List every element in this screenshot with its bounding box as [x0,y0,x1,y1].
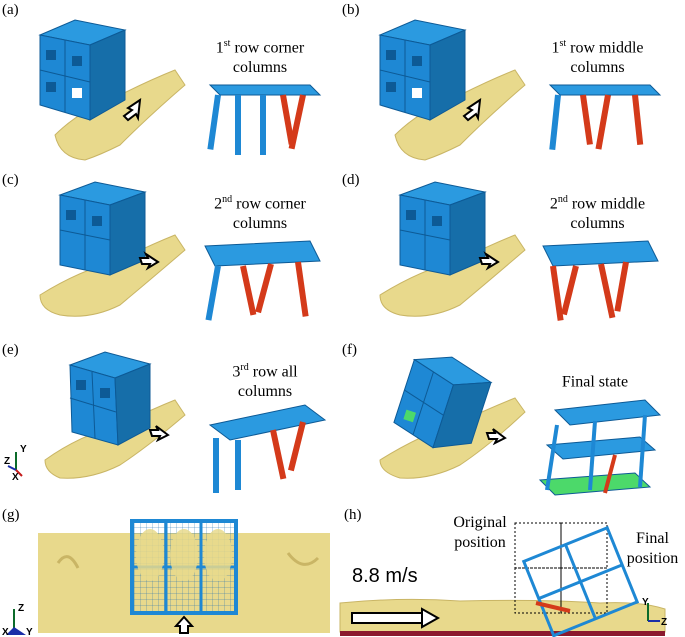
original-line1: Original [453,514,507,531]
panel-d: (d) 2nd row middle columns [340,170,685,340]
panel-f: (f) Final state [340,340,685,500]
panel-label: (a) [2,2,19,18]
panel-caption: 2nd row corner columns [195,190,325,234]
axis-label: Y [26,627,33,637]
axis-label: Z [18,603,24,614]
flow-arrow-icon [462,97,482,122]
flow-arrow-icon [351,607,441,629]
building-model [378,19,467,121]
caption-ordinal: 2 [549,195,558,213]
axis-label: Z [4,456,10,467]
caption-text: row corner [232,195,306,213]
axis-label: X [12,472,19,483]
final-position-frame [521,525,640,637]
panel-g: (g) Z X Y [0,505,340,637]
panel-label: (c) [2,172,19,188]
axis-triad-h: Y Z [642,597,667,628]
soil-slope-illustration [379,181,526,317]
caption-text: row middle [567,195,646,213]
caption-ordinal: 1 [551,39,560,57]
caption-sup: nd [222,194,233,205]
axis-label: Z [661,617,667,628]
flow-arrow-icon [478,251,500,271]
axis-triad-g: Z X Y [2,603,33,637]
top-view-illustration [38,519,330,634]
flow-arrow-icon [485,428,507,446]
column-damage-illustration [208,404,327,493]
original-position-outline [514,522,608,614]
panel-label: (f) [342,342,357,358]
flow-arrow-icon [173,615,195,634]
panel-label: (d) [342,172,360,188]
flow-speed-label: 8.8 m/s [352,565,418,587]
axis-triad-e: Y Z X [4,444,27,483]
column-damage-illustration [204,240,321,321]
axis-label: Y [20,444,27,455]
final-position-label: Final position [620,529,685,569]
building-model [393,356,493,449]
collapsed-frame-illustration [538,399,662,496]
flow-arrow-icon [148,425,170,443]
panel-caption: 2nd row middle columns [525,190,670,234]
panel-label: (e) [2,342,19,358]
caption-ordinal: 1 [215,39,224,57]
panel-caption: 1st row middle columns [525,34,670,78]
caption-line2: columns [232,215,288,233]
caption-text: row middle [566,39,644,57]
building-model [38,19,127,121]
caption-ordinal: 2 [214,195,223,213]
caption-sup: st [223,38,231,49]
column-damage-illustration [542,240,659,321]
original-line2: position [454,534,506,551]
side-view-illustration [339,522,666,637]
final-line2: position [626,550,679,567]
panel-label: (h) [344,507,362,523]
flow-arrow-icon [122,97,142,122]
caption-line2: columns [237,383,293,401]
panel-c: (c) 2nd row corner columns [0,170,340,340]
axis-label: Y [642,597,649,608]
soil-slope-illustration [38,19,186,161]
caption-line2: columns [232,59,288,77]
column-damage-illustration [207,84,322,155]
soil-slope-illustration [44,351,186,479]
panel-label: (g) [2,507,20,523]
building-model [398,181,487,276]
caption-text: row corner [230,39,305,57]
panel-b: (b) 1st row middle columns [340,0,685,170]
panel-a: (a) 1st row corner columns [0,0,340,170]
caption-sup: st [559,38,567,49]
soil-slope-illustration [39,181,186,317]
axis-label: X [2,627,9,637]
panel-e: (e) 3rd row all columns Y Z X [0,340,340,500]
original-position-label: Original position [435,513,525,553]
panel-caption: 3rd row all columns [205,358,325,402]
flow-arrow-icon [138,251,160,271]
panel-label: (b) [342,2,360,18]
caption-ordinal: 3 [232,363,241,381]
final-line1: Final [636,530,669,547]
building-model [58,181,147,276]
panel-caption: Final state [540,368,650,392]
building-model [68,351,152,446]
caption-text: Final state [561,373,629,391]
caption-text: row all [248,363,298,381]
caption-line2: columns [570,59,625,77]
caption-line2: columns [570,215,625,233]
column-damage-illustration [548,84,662,151]
panel-h: (h) Original position Final position 8.8… [339,505,685,637]
caption-sup: nd [557,194,568,205]
panel-caption: 1st row corner columns [195,34,325,78]
soil-slope-illustration [379,356,526,479]
caption-sup: rd [240,362,249,373]
soil-slope-illustration [378,19,526,161]
